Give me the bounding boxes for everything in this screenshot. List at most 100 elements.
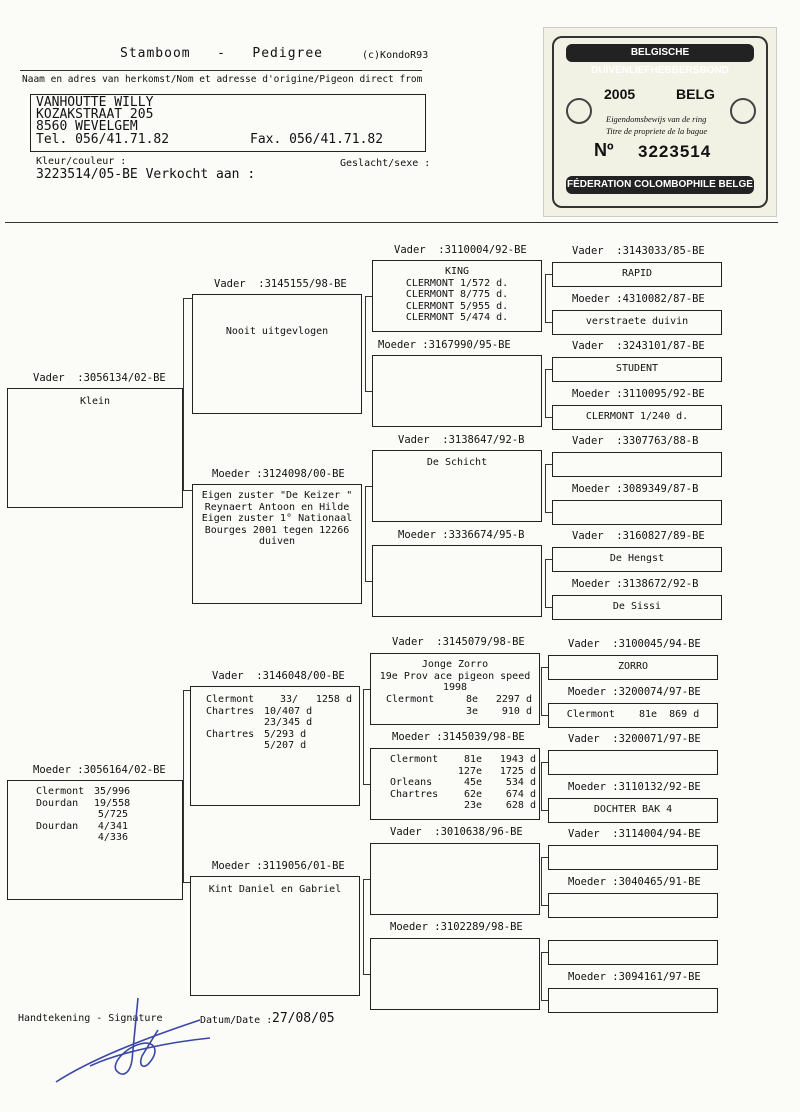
race-name: Dourdan [36, 797, 79, 809]
race-name [390, 800, 448, 812]
race-place: 81e [463, 754, 482, 765]
gen4-box [548, 845, 718, 870]
gen4-name: RAPID [621, 268, 653, 279]
race-place: 5/725 [97, 809, 128, 820]
gen4-label: Vader :3160827/89-BE [572, 530, 705, 542]
crown-icon [730, 98, 756, 124]
card-year: 2005 [604, 86, 636, 102]
gen4-box [552, 500, 722, 525]
card-number-prefix: Nº [594, 140, 614, 160]
result-row: Dourdan 19/558 [36, 798, 182, 810]
dam-sire-box [190, 686, 360, 806]
race-distance: 674 d [505, 788, 536, 800]
gen4-box [552, 405, 722, 430]
result-row: Dourdan 4/341 [36, 821, 182, 833]
gen4-label: Vader :3200071/97-BE [568, 733, 701, 745]
race-name [206, 740, 264, 752]
rosette-icon [566, 98, 592, 124]
race-distance [128, 798, 182, 810]
sire-sire-box [192, 294, 362, 414]
gen4-box [552, 452, 722, 477]
dam-label: Moeder :3056164/02-BE [33, 764, 166, 776]
race-distance: 2297 d [495, 694, 532, 705]
owner-name: VANHOUTTE WILLY [36, 95, 154, 110]
race-distance: 628 d [505, 800, 536, 811]
race-name: Clermont [36, 786, 85, 797]
g3-e-box [370, 653, 540, 725]
gen4-label: Moeder :3089349/87-B [572, 483, 699, 495]
dam-dam-label: Moeder :3119056/01-BE [212, 860, 345, 872]
result-row: 23e 628 d [390, 800, 536, 812]
card-number: 3223514 [638, 142, 712, 161]
gen4-label: Moeder :4310082/87-BE [572, 293, 705, 305]
race-name: Clermont [386, 694, 435, 705]
gen4-box [552, 547, 722, 572]
race-distance: 910 d [501, 705, 532, 717]
owner-street: KOZAKSTRAAT 205 [36, 107, 154, 122]
sire-label: Vader :3056134/02-BE [33, 372, 166, 384]
g3-b-label: Moeder :3167990/95-BE [378, 339, 511, 351]
g3-c-note: De Schicht [426, 457, 488, 468]
race-name [206, 717, 264, 729]
gen4-box [548, 703, 718, 728]
gen4-label: Moeder :3110095/92-BE [572, 388, 705, 400]
card-line2: Titre de propriete de la bague [606, 126, 708, 136]
g3-a-box [372, 260, 542, 332]
g3-a-label: Vader :3110004/92-BE [394, 244, 527, 256]
race-distance [128, 832, 182, 844]
race-name: Chartres [206, 728, 255, 740]
date-value: 27/08/05 [272, 1011, 335, 1026]
race-distance [298, 729, 352, 741]
gen4-name: De Sissi [612, 601, 662, 612]
gen4-name: verstraete duivin [585, 316, 689, 327]
race-distance [128, 786, 182, 798]
race-distance [298, 740, 352, 752]
race-distance: 534 d [505, 777, 536, 788]
gen4-label: Vader :3243101/87-BE [572, 340, 705, 352]
ring-line: 3223514/05-BE Verkocht aan : [36, 167, 256, 182]
g3-f-label: Moeder :3145039/98-BE [392, 731, 525, 743]
g3-h-label: Moeder :3102289/98-BE [390, 921, 523, 933]
race-place: 19/558 [94, 797, 131, 809]
g3-f-box [370, 748, 540, 820]
result-row: 5/207 d [206, 740, 352, 752]
race-place: 35/996 [94, 786, 131, 797]
race-place: 5/293 d [264, 728, 307, 740]
race-distance: 1258 d [315, 694, 352, 705]
gen4-name: ZORRO [617, 661, 649, 672]
race-place: 23e [463, 800, 482, 811]
gen4-label: Moeder :3110132/92-BE [568, 781, 701, 793]
race-place: 4/341 [97, 820, 128, 832]
card-line1: Eigendomsbewijs van de ring [606, 114, 707, 124]
gen4-name: CLERMONT 1/240 d. [585, 411, 689, 422]
gen4-label: Vader :3307763/88-B [572, 435, 699, 447]
race-place: 10/407 d [264, 705, 313, 717]
gen4-name: De Hengst [609, 553, 665, 564]
g3-d-label: Moeder :3336674/95-B [398, 529, 525, 541]
race-place: 33/ [279, 694, 298, 705]
sire-sire-note: Nooit uitgevlogen [225, 326, 329, 337]
sire-sire-label: Vader :3145155/98-BE [214, 278, 347, 290]
race-distance: 1943 d [499, 754, 536, 765]
race-distance [128, 809, 182, 821]
result-row: Clermont 35/996 [36, 786, 182, 798]
card-bottom-banner: FÉDERATION COLOMBOPHILE BELGE [566, 176, 754, 194]
race-distance: 1725 d [499, 765, 536, 777]
race-name: Clermont [206, 694, 255, 705]
gen4-box [548, 655, 718, 680]
race-name: Dourdan [36, 820, 79, 832]
result-row: 5/725 [36, 809, 182, 821]
race-distance [128, 821, 182, 833]
card-top-banner: BELGISCHE DUIVENLIEFHEBBERSBOND [566, 44, 754, 76]
gen4-box [552, 310, 722, 335]
dam-sire-label: Vader :3146048/00-BE [212, 670, 345, 682]
date-label: Datum/Date : [200, 1015, 273, 1026]
race-place: 45e [463, 777, 482, 788]
